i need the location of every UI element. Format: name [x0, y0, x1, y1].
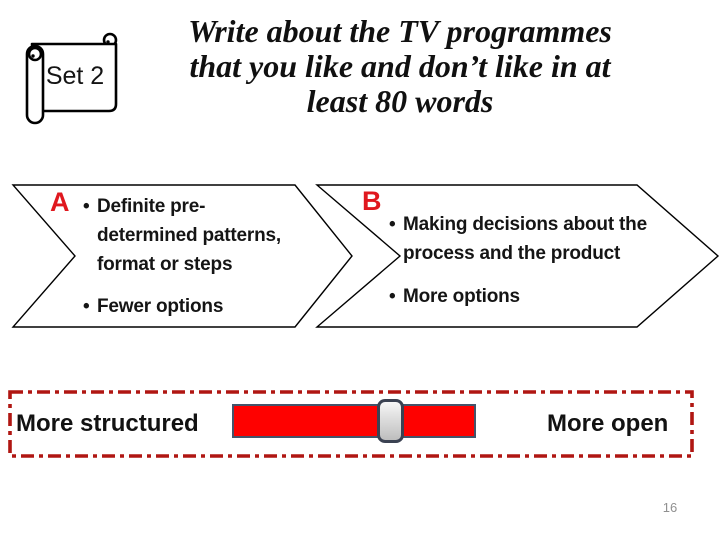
- chevron-shapes: [11, 184, 720, 328]
- option-b-bullets: • Making decisions about the process and…: [389, 210, 687, 311]
- bullet-text: More options: [403, 286, 520, 307]
- option-b-label: B: [362, 186, 382, 216]
- bullet-text: Definite pre- determined patterns, forma…: [97, 196, 281, 275]
- option-a-bullets: • Definite pre- determined patterns, for…: [83, 192, 311, 321]
- bullet-item: • Fewer options: [83, 292, 311, 321]
- bullet-marker: •: [83, 196, 90, 217]
- set-badge-label: Set 2: [45, 62, 105, 90]
- title-line-1: Write about the TV programmes: [188, 13, 612, 49]
- chevron-a-shape: [11, 184, 353, 328]
- bullet-item: • Definite pre- determined patterns, for…: [83, 192, 311, 279]
- bullet-item: • Making decisions about the process and…: [389, 210, 687, 268]
- bullet-text: Making decisions about the process and t…: [403, 214, 647, 264]
- spectrum-dashed-box: [8, 390, 694, 458]
- title-line-2: that you like and don’t like in at: [189, 48, 611, 84]
- bullet-marker: •: [389, 286, 396, 307]
- chevron-b-shape: [315, 184, 720, 328]
- spectrum-left-label: More structured: [16, 410, 199, 437]
- bullet-marker: •: [389, 214, 396, 235]
- spectrum-right-label: More open: [547, 410, 669, 437]
- page-number: 16: [662, 500, 678, 515]
- slide-title: Write about the TV programmes that you l…: [100, 14, 700, 119]
- bullet-text: Fewer options: [97, 296, 224, 317]
- spectrum-slider-handle[interactable]: [377, 399, 404, 443]
- bullet-marker: •: [83, 296, 90, 317]
- spectrum-slider-track: [232, 404, 476, 438]
- scroll-icon: [25, 32, 118, 125]
- option-a-label: A: [50, 187, 70, 217]
- title-line-3: least 80 words: [306, 83, 494, 119]
- bullet-item: • More options: [389, 282, 687, 311]
